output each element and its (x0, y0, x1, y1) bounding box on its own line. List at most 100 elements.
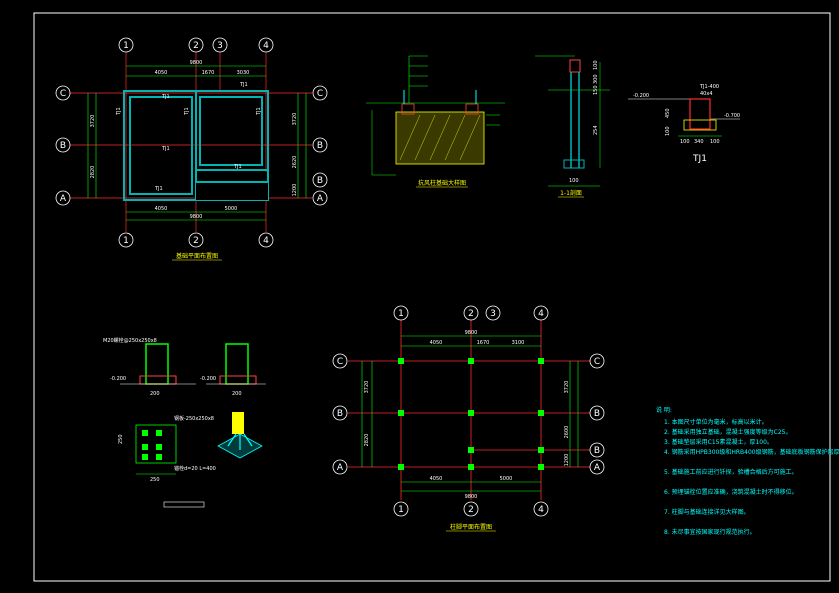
dim-top-seg-3: 3100 (512, 340, 525, 346)
axis-bubble: 4 (263, 236, 269, 246)
dimension-label: 254 (593, 125, 599, 135)
axis-bubble: B (337, 409, 343, 419)
column-foundation-detail: 抗风柱基础大样图 (366, 55, 505, 188)
scale-bar (163, 501, 205, 508)
axis-bubble: A (337, 463, 344, 473)
dimension-label: 100 (569, 178, 579, 184)
elevation-label: -0.200 (633, 93, 649, 99)
tj-label: TJ1 (116, 107, 122, 116)
axis-bubble: 4 (263, 41, 269, 51)
dim-top-seg-3: 3030 (237, 70, 250, 76)
axis-bubble: C (60, 89, 66, 99)
dim-right-1: 3720 (292, 113, 298, 126)
dim-bottom-overall: 9800 (465, 494, 478, 500)
axis-bubble: C (337, 357, 343, 367)
drawing-title: 柱脚平面布置图 (450, 523, 492, 531)
axis-bubble: 2 (468, 309, 474, 319)
tj-label: TJ1 (161, 94, 170, 100)
dimension-label: 100 (680, 139, 690, 145)
axis-bubble: 1 (398, 505, 404, 515)
elevation-label: -0.200 (200, 376, 216, 382)
dim-right-3: 1200 (292, 184, 298, 197)
dimension-label: 100 (665, 126, 671, 136)
tj-label: TJ1 (239, 82, 248, 88)
foundation-plan: 9800 4050 1670 3030 4050 5000 9800 3720 … (55, 37, 328, 261)
dimension-label: 200 (150, 391, 160, 397)
note-item: 6. 预埋锚栓位置应准确，浇筑混凝土时不得移位。 (664, 488, 798, 496)
dimension-label: 250 (150, 477, 160, 483)
dimension-label: 100 (593, 60, 599, 70)
axis-bubble: B (317, 176, 323, 186)
note-item: 4. 钢筋采用HPB300级和HRB400级钢筋，基础底板钢筋保护层厚度40mm… (664, 448, 839, 456)
drawing-title: 抗风柱基础大样图 (418, 179, 466, 187)
tj-label: TJ1 (161, 146, 170, 152)
dimension-label: 100 (710, 139, 720, 145)
dim-top-overall: 9800 (465, 330, 478, 336)
axis-bubble: 2 (193, 41, 199, 51)
axis-bubble: B (317, 141, 323, 151)
tj-label: TJ1 (256, 107, 262, 116)
callout-label: 钢板-250x250x8 (174, 415, 214, 422)
axis-bubble: 1 (398, 309, 404, 319)
dim-top-seg-1: 4050 (430, 340, 443, 346)
note-item: 5. 基础施工前应进行钎探，验槽合格后方可施工。 (664, 468, 798, 476)
note-item: 2. 基础采用独立基础，混凝土强度等级为C25。 (664, 428, 791, 436)
callout-label: TJ1-400 (699, 84, 719, 90)
note-item: 7. 柱脚与基础连接详见大样图。 (664, 508, 750, 516)
dimension-label: 150 (593, 85, 599, 95)
axis-bubble: A (317, 194, 324, 204)
dim-right-1: 3720 (564, 381, 570, 394)
room-right (199, 96, 263, 166)
dim-right-2: 2600 (564, 426, 570, 439)
axis-bubble: 1 (123, 236, 129, 246)
note-item: 1. 本图尺寸单位为毫米，标高以米计。 (664, 418, 768, 426)
room-left (129, 96, 193, 195)
dim-top-seg-2: 1670 (202, 70, 215, 76)
dim-top-seg-1: 4050 (155, 70, 168, 76)
dim-bottom-overall: 9800 (190, 214, 203, 220)
column-base-details: M20螺栓@250x250x8 -0.200 -0.200 200 200 25… (103, 337, 266, 508)
dim-right-2: 2620 (292, 156, 298, 169)
notes-heading: 说 明: (656, 406, 672, 414)
tj-label: TJ1 (154, 186, 163, 192)
elevation-label: -0.700 (724, 113, 740, 119)
axis-bubble: A (60, 194, 67, 204)
axis-bubble: 1 (123, 41, 129, 51)
drawing-title: 1-1剖面 (560, 189, 582, 197)
tj-label: TJ1 (233, 164, 242, 170)
drawing-title: 基础平面布置图 (176, 252, 218, 260)
axis-bubble: C (317, 89, 323, 99)
axis-bubble: C (594, 357, 600, 367)
tj1-section: -0.200 -0.700 100 340 100 450 100 TJ1-40… (628, 84, 740, 164)
tj1-label: TJ1 (692, 154, 707, 164)
tj-label: TJ1 (184, 107, 190, 116)
axis-bubble: B (594, 409, 600, 419)
dim-left-1: 3720 (364, 381, 370, 394)
dim-top-overall: 9800 (190, 60, 203, 66)
dim-bottom-seg-2: 5000 (225, 206, 238, 212)
dim-bottom-seg-1: 4050 (430, 476, 443, 482)
drawing-frame (33, 12, 831, 582)
dim-top-seg-2: 1670 (477, 340, 490, 346)
dim-left-2: 2820 (364, 434, 370, 447)
dim-bottom-seg-1: 4050 (155, 206, 168, 212)
axis-bubble: A (594, 463, 601, 473)
axis-bubble: 2 (468, 505, 474, 515)
axis-bubble: B (60, 141, 66, 151)
dimension-label: 200 (232, 391, 242, 397)
dim-left-2: 2820 (90, 166, 96, 179)
axis-bubble: B (594, 446, 600, 456)
dimension-label: 250 (118, 434, 124, 444)
elevation-label: -0.200 (110, 376, 126, 382)
dimension-label: 450 (665, 108, 671, 118)
note-item: 3. 基础垫层采用C15素混凝土，厚100。 (664, 438, 773, 446)
callout-label: 40x4 (700, 91, 713, 97)
section-1-1: 100 300 150 254 100 1-1剖面 (535, 55, 610, 198)
dim-right-3: 1200 (564, 454, 570, 467)
axis-bubble: 4 (538, 309, 544, 319)
callout-label: 锚栓d=20 L=400 (174, 465, 216, 472)
general-notes: 说 明: 1. 本图尺寸单位为毫米，标高以米计。 2. 基础采用独立基础，混凝土… (656, 406, 839, 536)
column-base-plan: 9800 4050 1670 3100 4050 5000 9800 3720 … (332, 305, 605, 532)
dimension-label: 340 (694, 139, 704, 145)
